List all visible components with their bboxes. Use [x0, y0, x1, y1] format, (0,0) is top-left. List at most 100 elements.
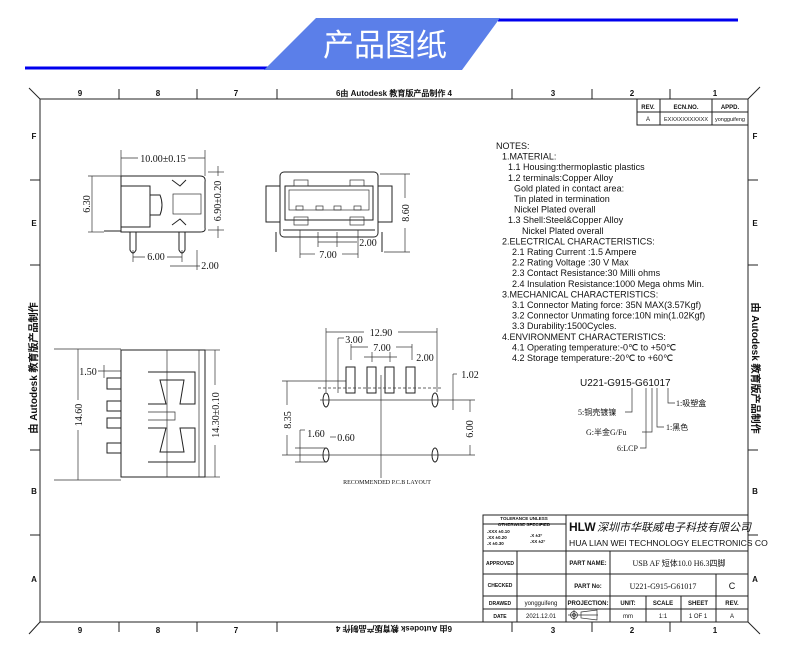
dim-pin-offset: 2.00	[201, 261, 219, 272]
tolerance-angle: .XX ±2°	[530, 539, 545, 544]
title-block: TOLERANCE UNLESS OTHERWISE SPECIFIED .XX…	[482, 514, 768, 623]
scale-label: SCALE	[653, 601, 673, 607]
note-line: 4.2 Storage temperature:-20℃ to +60℃	[512, 353, 673, 363]
note-line: Nickel Plated overall	[522, 226, 604, 236]
note-line: 4.ENVIRONMENT CHARACTERISTICS:	[502, 332, 666, 342]
header-banner: 产品图纸	[25, 18, 738, 70]
dim-pcb-width: 12.90	[370, 328, 393, 339]
column-label: 2	[630, 626, 635, 635]
note-line: 3.1 Connector Mating force: 35N MAX(3.57…	[512, 300, 701, 310]
row-label: B	[31, 487, 37, 496]
callout-plating: G:半金G/Fu	[586, 427, 626, 437]
dim-length-2: 14.30±0.10	[211, 392, 222, 438]
part-no-label: PART No:	[574, 584, 602, 590]
date-label: DATE	[493, 614, 507, 620]
dim-height-2: 6.90±0.20	[213, 181, 224, 222]
note-line: 1.MATERIAL:	[502, 152, 556, 162]
dim-height: 6.30	[82, 195, 93, 213]
column-label: 3	[551, 626, 556, 635]
row-label: E	[752, 219, 758, 228]
tolerance-value: .XX ±0.20	[487, 535, 507, 540]
row-label: A	[31, 575, 37, 584]
drawed-label: DRAWED	[489, 601, 512, 607]
row-label: A	[752, 575, 758, 584]
tolerance-value: .XXX ±0.10	[487, 529, 510, 534]
rev-value: A	[646, 117, 650, 123]
tolerance-title-2: OTHERWISE SPECIFIED	[498, 522, 551, 527]
dim-pcb-slot: 1.60	[307, 429, 325, 440]
dim-pin-pitch: 6.00	[147, 252, 165, 263]
ecn-value: EXXXXXXXXXXX	[664, 117, 708, 123]
dim-pin-pitch: 2.00	[359, 238, 377, 249]
part-no-value: U221-G915-G61017	[630, 582, 697, 591]
note-line: 3.2 Connector Unmating force:10N min(1.0…	[512, 311, 705, 321]
column-label: 9	[78, 89, 83, 98]
column-label: 1	[713, 626, 718, 635]
dim-width: 10.00±0.15	[140, 154, 186, 165]
date-value: 2021.12.01	[526, 614, 557, 620]
drawed-value: yongguifeng	[525, 601, 558, 607]
projection-label: PROJECTION:	[567, 601, 608, 607]
note-line: 2.3 Contact Resistance:30 Milli ohms	[512, 268, 661, 278]
dim-pcb-span: 7.00	[373, 343, 391, 354]
approved-label: APPROVED	[486, 561, 514, 567]
rev-label: REV.	[725, 601, 739, 607]
notes: NOTES:1.MATERIAL:1.1 Housing:thermoplast…	[496, 141, 705, 363]
note-line: 1.3 Shell:Steel&Copper Alloy	[508, 215, 624, 225]
dim-pcb-pitch: 2.00	[416, 353, 434, 364]
part-name-value: USB AF 短体10.0 H6.3四脚	[632, 558, 725, 568]
revision-table: REV. ECN.NO. APPD. A EXXXXXXXXXXX yonggu…	[636, 98, 749, 126]
side-view: 10.00±0.15 6.30 6.90±0.20 6.00 2.00	[82, 150, 224, 272]
callout-shell: 5:铜壳镀镍	[578, 407, 616, 417]
tolerance-title-1: TOLERANCE UNLESS	[500, 516, 547, 521]
sheet-label: SHEET	[688, 601, 708, 607]
part-name-label: PART NAME:	[569, 561, 606, 567]
dim-pin-span: 7.00	[319, 250, 337, 261]
column-label-watermark: 6由 Autodesk 教育版产品制作 4	[335, 624, 452, 634]
rev-header: REV.	[641, 105, 655, 111]
scale-value: 1:1	[659, 614, 668, 620]
notes-heading: NOTES:	[496, 141, 530, 151]
note-line: 3.MECHANICAL CHARACTERISTICS:	[502, 289, 658, 299]
dim-tab: 1.50	[79, 367, 97, 378]
rev-value: A	[730, 614, 734, 620]
column-label: 7	[234, 89, 239, 98]
tolerance-value: .X ±0.30	[487, 541, 504, 546]
note-line: 3.3 Durability:1500Cycles.	[512, 321, 617, 331]
note-line: 2.2 Rating Voltage :30 V Max	[512, 258, 629, 268]
pcb-layout: 12.90 3.00 7.00 2.00 1.02 6.00 8.35 1.60…	[282, 328, 479, 486]
watermark-right: 由 Autodesk 教育版产品制作	[749, 302, 762, 433]
tolerance-angle: .X ±3°	[530, 533, 542, 538]
row-label: B	[752, 487, 758, 496]
column-label: 1	[713, 89, 718, 98]
company-logo: HLW	[569, 520, 596, 534]
title-banner-shape	[264, 18, 500, 70]
column-label: 2	[630, 89, 635, 98]
company-name-en: HUA LIAN WEI TECHNOLOGY ELECTRONICS CO	[569, 538, 768, 548]
drawing-frame: 9 8 7 6由 Autodesk 教育版产品制作 4 3 2 1 9 8 7 …	[27, 86, 762, 635]
dim-pcb-hole-gap: 6.00	[465, 420, 476, 438]
dim-pcb-edge: 3.00	[345, 335, 363, 346]
ecn-header: ECN.NO.	[673, 105, 698, 111]
top-view: 14.60 1.50 14.30±0.10	[54, 348, 222, 481]
column-label: 9	[78, 626, 83, 635]
note-line: 2.4 Insulation Resistance:1000 Mega ohms…	[512, 279, 704, 289]
appd-value: yongguifeng	[715, 117, 745, 123]
part-code-callout: U221-G915-G61017 1:吸塑盒 5:铜壳镀镍 1:黑色 G:半金G…	[578, 378, 706, 453]
note-line: 2.1 Rating Current :1.5 Ampere	[512, 247, 637, 257]
callout-material: 6:LCP	[617, 444, 638, 453]
note-line: 2.ELECTRICAL CHARACTERISTICS:	[502, 236, 655, 246]
note-line: 1.1 Housing:thermoplastic plastics	[508, 162, 645, 172]
part-rev-value: C	[729, 581, 736, 591]
page-title: 产品图纸	[323, 28, 447, 64]
row-label: E	[31, 219, 37, 228]
dim-pcb-depth: 8.35	[283, 411, 294, 429]
column-label: 7	[234, 626, 239, 635]
row-label: F	[32, 132, 37, 141]
checked-label: CHECKED	[488, 583, 513, 589]
front-view: 7.00 2.00 8.60	[265, 171, 412, 261]
note-line: Gold plated in contact area:	[514, 183, 624, 193]
dim-length: 14.60	[74, 404, 85, 427]
dim-height: 8.60	[401, 204, 412, 222]
note-line: Tin plated in termination	[514, 194, 610, 204]
